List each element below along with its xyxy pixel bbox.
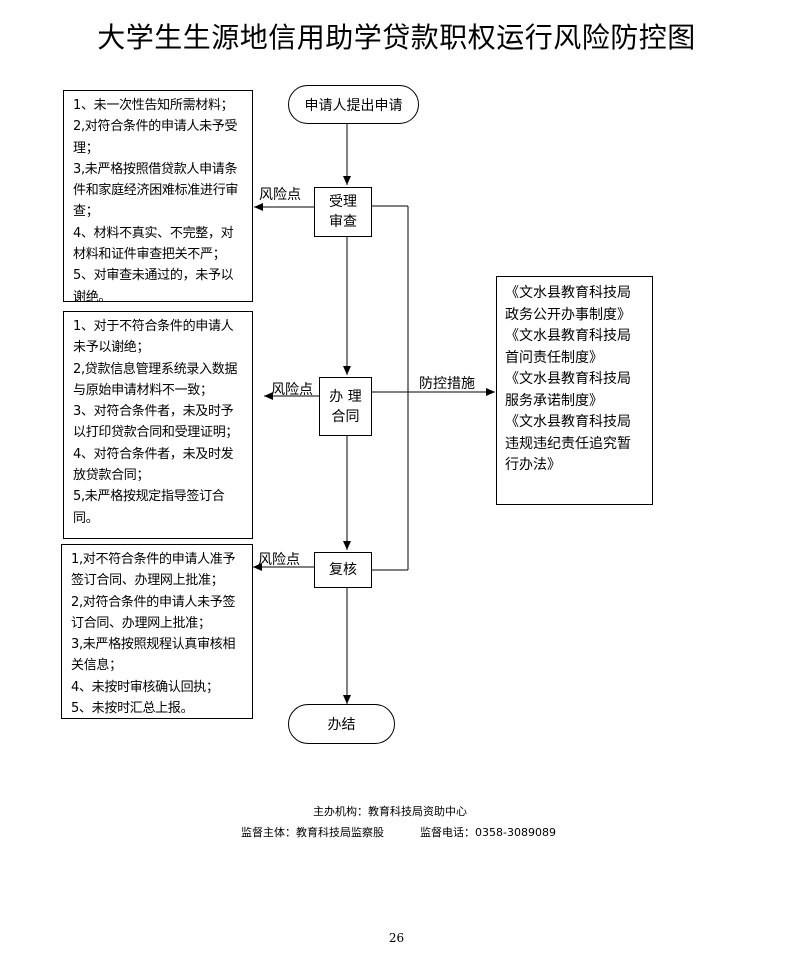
step-process-contract: 办 理 合同 [319, 377, 372, 436]
step-recheck-label: 复核 [329, 562, 357, 578]
step-accept-review: 受理 审查 [314, 187, 372, 237]
page-title: 大学生生源地信用助学贷款职权运行风险防控图 [97, 21, 696, 54]
measure-item: 《文水县教育科技局服务承诺制度》 [505, 371, 631, 409]
risk-label-step1: 风险点 [259, 187, 301, 203]
risk-item: 1、未一次性告知所需材料； [73, 98, 234, 113]
control-measures-label: 防控措施 [419, 376, 475, 392]
risk-item: 3,未严格按照规程认真审核相关信息； [71, 637, 236, 674]
risk-item: 3,未严格按照借贷款人申请条件和家庭经济困难标准进行审查； [73, 161, 239, 220]
end-node-label: 办结 [327, 717, 356, 733]
risk-item: 2,贷款信息管理系统录入数据与原始申请材料不一致； [73, 361, 238, 398]
risk-box-step3: 1,对不符合条件的申请人准予签订合同、办理网上批准； 2,对符合条件的申请人未予… [61, 544, 253, 719]
page-number: 26 [388, 931, 405, 945]
risk-item: 4、材料不真实、不完整，对材料和证件审查把关不严； [73, 225, 234, 263]
risk-item: 2,对符合条件的申请人未予受理； [73, 119, 238, 156]
risk-item: 5、未按时汇总上报。 [71, 701, 194, 717]
risk-item: 3、对符合条件者，未及时予以打印贷款合同和受理证明； [73, 404, 239, 441]
step-process-contract-line1: 办 理 [329, 388, 362, 405]
risk-box-step1: 1、未一次性告知所需材料； 2,对符合条件的申请人未予受理； 3,未严格按照借贷… [63, 90, 253, 305]
measure-item: 《文水县教育科技局首问责任制度》 [505, 328, 631, 366]
step-accept-review-line2: 审查 [329, 214, 357, 230]
end-node: 办结 [288, 704, 395, 744]
footer-organizer: 主办机构：教育科技局资助中心 [313, 805, 467, 818]
step-process-contract-line2: 合同 [331, 408, 360, 425]
footer-phone: 监督电话：0358-3089089 [420, 826, 556, 839]
start-node-label: 申请人提出申请 [304, 97, 403, 114]
risk-item: 1,对不符合条件的申请人准予签订合同、办理网上批准； [71, 552, 236, 589]
measure-item: 《文水县教育科技局政务公开办事制度》 [505, 285, 631, 323]
risk-label-step2: 风险点 [271, 382, 313, 398]
risk-item: 4、对符合条件者，未及时发放贷款合同； [73, 446, 234, 484]
risk-item: 5,未严格按规定指导签订合同。 [73, 489, 225, 526]
risk-item: 5、对审查未通过的，未予以谢绝。 [73, 268, 234, 305]
start-node: 申请人提出申请 [288, 85, 419, 124]
control-measures-box: 《文水县教育科技局政务公开办事制度》 《文水县教育科技局首问责任制度》 《文水县… [496, 276, 653, 505]
footer-supervisor: 监督主体：教育科技局监察股 [241, 826, 384, 839]
step-accept-review-line1: 受理 [329, 194, 357, 210]
risk-item: 4、未按时审核确认回执； [71, 679, 219, 695]
risk-label-step3: 风险点 [258, 552, 300, 568]
risk-box-step2: 1、对于不符合条件的申请人未予以谢绝； 2,贷款信息管理系统录入数据与原始申请材… [63, 311, 253, 539]
step-recheck: 复核 [314, 552, 372, 588]
risk-item: 1、对于不符合条件的申请人未予以谢绝； [73, 319, 234, 356]
measure-item: 《文水县教育科技局违规违纪责任追究暂行办法》 [505, 414, 631, 473]
risk-item: 2,对符合条件的申请人未予签订合同、办理网上批准； [71, 594, 236, 631]
